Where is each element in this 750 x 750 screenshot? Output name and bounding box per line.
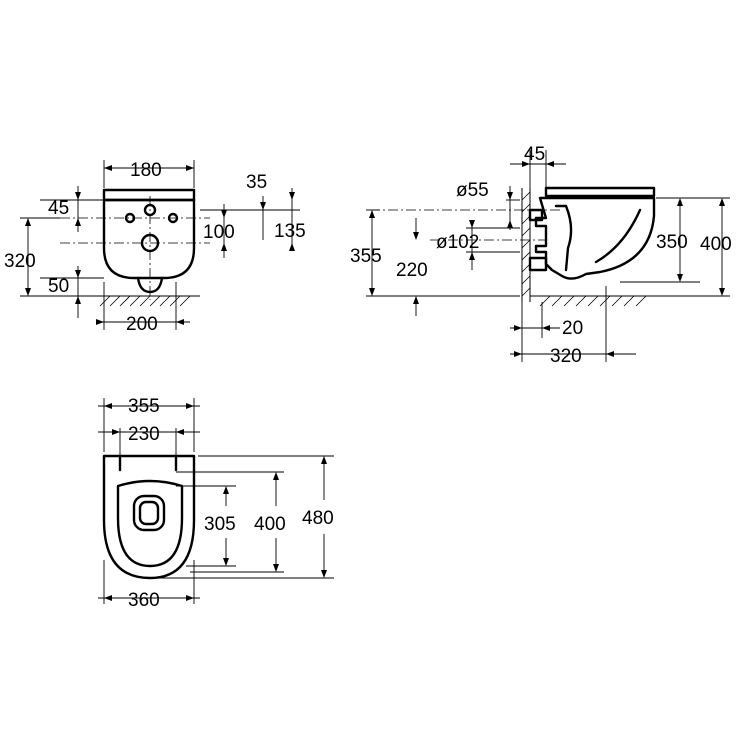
front-fixing-holes: [124, 203, 179, 253]
side-view: 45 ø55 ø102 355 220 350 400: [350, 144, 732, 367]
dim-400-label: 400: [700, 234, 732, 255]
side-pipe-large: [528, 256, 548, 272]
side-wall-hatch: [521, 191, 531, 297]
front-seat-lid: [102, 188, 196, 202]
dim-355-label: 355: [350, 246, 382, 267]
top-outlet: [132, 494, 166, 532]
dim-180-label: 180: [130, 160, 162, 181]
dim-350-label: 350: [656, 232, 688, 253]
side-floor-hatch: [539, 295, 647, 307]
dim-o55-label: ø55: [456, 180, 489, 201]
dim-20-label: 20: [562, 318, 583, 339]
dim-135-label: 135: [274, 221, 306, 242]
dim-200-label: 200: [126, 314, 158, 335]
front-view: 180 45 320 50 200 35 100 13: [4, 160, 306, 335]
dim-480-label: 480: [302, 508, 334, 529]
dim-320-side-label: 320: [550, 346, 582, 367]
side-bowl-outline: [534, 196, 656, 280]
dim-45-label: 45: [48, 198, 69, 219]
dim-400-top-label: 400: [254, 514, 286, 535]
dim-35-label: 35: [246, 172, 267, 193]
dim-355-top-label: 355: [128, 396, 160, 417]
front-floor-hatch: [99, 295, 191, 307]
dim-100-label: 100: [203, 222, 235, 243]
front-bowl-outline: [102, 198, 196, 280]
top-bowl-rim: [116, 479, 184, 568]
dim-220-label: 220: [396, 260, 428, 281]
dim-230-label: 230: [128, 424, 160, 445]
dim-o102-label: ø102: [436, 232, 479, 253]
dim-320-label: 320: [4, 251, 36, 272]
dim-45-side-label: 45: [524, 144, 545, 165]
top-fixing-marks: [118, 456, 178, 472]
top-view: 355 230 360 305 400 480: [98, 396, 334, 611]
dim-360-label: 360: [128, 590, 160, 611]
side-seat-lid: [544, 186, 656, 198]
dim-50-label: 50: [48, 276, 69, 297]
dim-305-label: 305: [204, 514, 236, 535]
